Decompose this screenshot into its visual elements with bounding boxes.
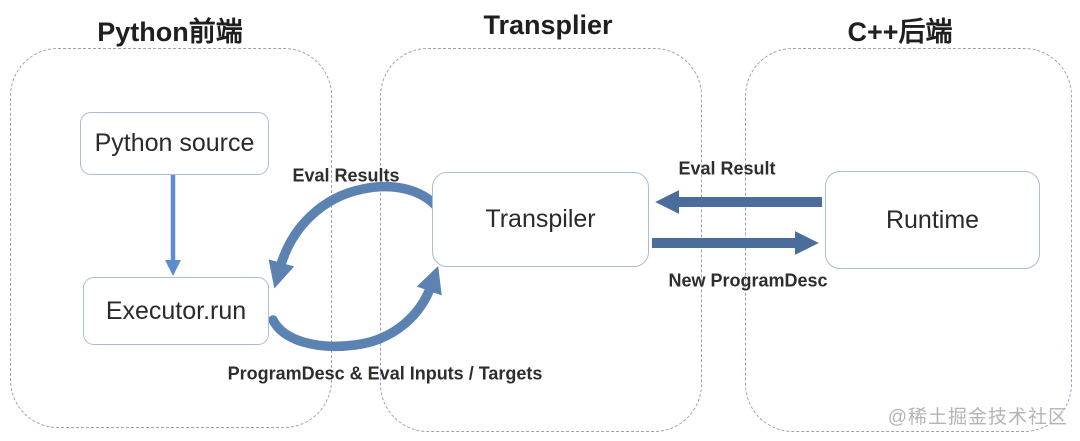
label-new-programdesc: New ProgramDesc: [668, 270, 828, 291]
label-eval-result: Eval Result: [678, 158, 776, 179]
label-eval-results: Eval Results: [292, 165, 400, 186]
section-title-python-frontend: Python前端: [97, 17, 243, 47]
node-executor-run: Executor.run: [83, 277, 269, 345]
section-title-transplier: Transplier: [483, 10, 613, 40]
section-title-cpp-backend: C++后端: [847, 17, 953, 47]
label-programdesc-eval-inputs-targets: ProgramDesc & Eval Inputs / Targets: [227, 363, 543, 384]
node-runtime: Runtime: [825, 171, 1040, 269]
node-python-source: Python source: [80, 112, 269, 175]
watermark: @稀土掘金技术社区: [887, 407, 1068, 428]
node-transpiler: Transpiler: [432, 172, 649, 267]
